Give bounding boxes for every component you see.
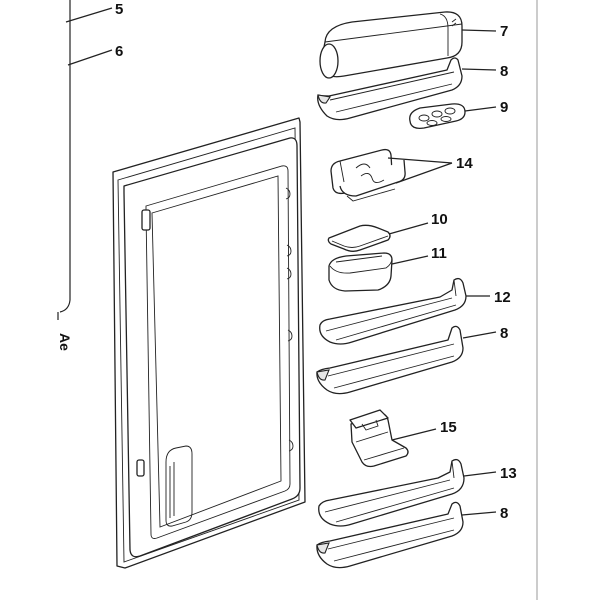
part-7-butter-compartment (319, 11, 463, 79)
leader-15 (391, 428, 437, 441)
callout-14: 14 (456, 155, 473, 172)
part-8-door-shelf-middle (316, 325, 464, 395)
part-13-shelf-rail (318, 458, 465, 527)
part-10-lid (327, 224, 391, 252)
callout-8c: 8 (500, 505, 508, 522)
part-8-door-shelf-bottom (316, 501, 464, 569)
part-8-door-shelf-top (317, 57, 463, 121)
callout-13: 13 (500, 465, 517, 482)
callout-9: 9 (500, 99, 508, 116)
part-9-egg-tray (409, 103, 466, 129)
callout-15: 15 (440, 419, 457, 436)
callout-7: 7 (500, 23, 508, 40)
leader-8a (461, 68, 497, 71)
part-11-box (328, 252, 393, 292)
leader-6 (67, 49, 113, 66)
callout-11: 11 (431, 245, 447, 262)
callout-12: 12 (494, 289, 511, 306)
leader-8b (462, 331, 497, 339)
part-15-flip-holder (349, 409, 409, 468)
leader-8c (461, 511, 497, 516)
leader-7 (461, 29, 497, 32)
callout-10: 10 (431, 211, 448, 228)
leader-10 (388, 222, 429, 235)
leader-9 (464, 106, 497, 112)
part-12-shelf-rail (319, 277, 467, 345)
leader-11 (391, 255, 429, 265)
edge-fragment-text: Ae (57, 333, 73, 351)
leader-14a (387, 157, 453, 164)
callout-8a: 8 (500, 63, 508, 80)
cabinet-edge-fragment: Ae (57, 0, 73, 351)
leader-14b (395, 162, 453, 184)
leader-13 (463, 471, 497, 477)
part-14-bottle-holder (330, 148, 406, 202)
callout-6: 6 (115, 43, 123, 60)
callout-8b: 8 (500, 325, 508, 342)
fridge-door (112, 117, 306, 569)
leader-5 (65, 7, 113, 23)
callout-5: 5 (115, 1, 123, 18)
